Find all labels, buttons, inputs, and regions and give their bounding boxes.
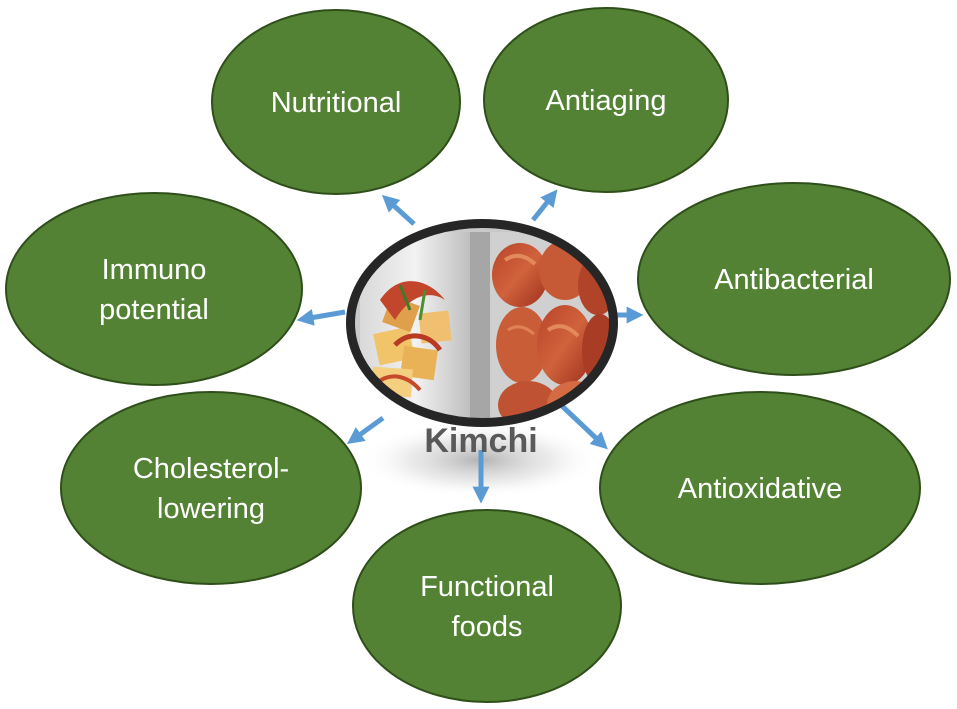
- node-immuno-potential: Immuno potential: [5, 192, 303, 386]
- node-cholesterol-lowering-label: lowering: [157, 493, 265, 525]
- node-antiaging: Antiaging: [483, 7, 729, 193]
- arrow-cholesterol-lowering: [346, 415, 385, 444]
- arrow-antiaging: [531, 189, 558, 222]
- node-functional-foods-label: foods: [452, 611, 523, 643]
- node-nutritional-label: Nutritional: [271, 87, 402, 119]
- node-antioxidative-ellipse: [599, 391, 921, 585]
- node-functional-foods-ellipse: [352, 509, 622, 703]
- arrow-antioxidative: [560, 404, 608, 450]
- node-immuno-potential-label: potential: [99, 294, 209, 326]
- node-cholesterol-lowering-ellipse: [60, 391, 362, 585]
- node-immuno-potential-label: Immuno: [102, 254, 207, 286]
- node-functional-foods: Functional foods: [352, 509, 622, 703]
- node-cholesterol-lowering: Cholesterol-lowering: [60, 391, 362, 585]
- node-immuno-potential-ellipse: [5, 192, 303, 386]
- center-label: Kimchi: [424, 422, 537, 460]
- node-antiaging-label: Antiaging: [546, 85, 667, 117]
- node-antibacterial-ellipse: [637, 182, 951, 376]
- node-antibacterial: Antibacterial: [637, 182, 951, 376]
- kimchi-photo: [346, 219, 618, 427]
- node-antiaging-ellipse: [483, 7, 729, 193]
- node-antioxidative: Antioxidative: [599, 391, 921, 585]
- node-functional-foods-label: Functional: [420, 571, 554, 603]
- arrows-group: [296, 189, 644, 504]
- node-nutritional-ellipse: [211, 9, 461, 195]
- node-antioxidative-label: Antioxidative: [678, 473, 842, 505]
- node-cholesterol-lowering-label: Cholesterol-: [133, 453, 289, 485]
- arrow-nutritional: [381, 194, 416, 226]
- arrow-immuno-potential: [296, 309, 346, 326]
- node-antibacterial-label: Antibacterial: [714, 264, 874, 296]
- benefit-nodes: Nutritional AntiagingAntibacterialAntioxi…: [5, 7, 951, 703]
- node-nutritional: Nutritional: [211, 9, 461, 195]
